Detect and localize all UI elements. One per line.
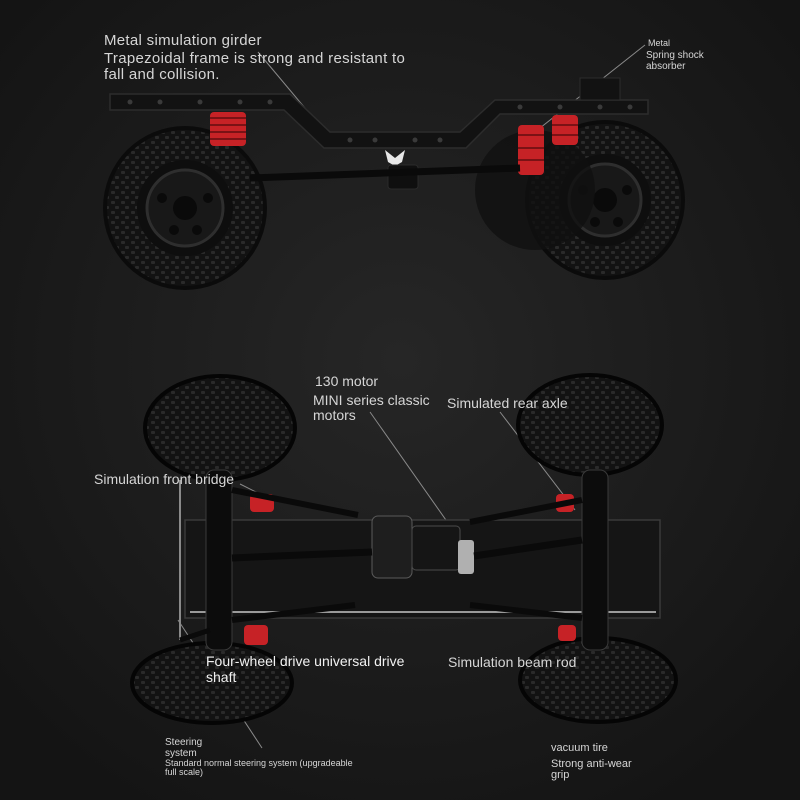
top-shock-front-2	[244, 625, 268, 645]
rear-drive-shaft	[473, 536, 583, 560]
brand-logo	[385, 150, 405, 166]
rear-axle-label: Simulated rear axle	[447, 395, 568, 411]
motor-label-line-3: motors	[313, 407, 356, 423]
steering-link	[179, 627, 211, 643]
side-rear-inner-wheel	[475, 130, 595, 250]
rear-spring-shock	[518, 115, 578, 175]
steering-label-line-1: Steering	[165, 737, 203, 748]
steering-label-line-4: full scale)	[165, 767, 204, 777]
beam-rod-lower-front	[231, 602, 356, 623]
top-front-left-tire	[143, 374, 297, 482]
tire-label-line-2: Strong anti-wear	[551, 758, 632, 770]
beam-rod-label: Simulation beam rod	[448, 654, 577, 670]
steering-label-line-3: Standard normal steering system (upgrade…	[165, 758, 353, 768]
drive-shaft-label-line-2: shaft	[206, 669, 237, 685]
motor-label-line-1: 130 motor	[315, 373, 379, 389]
front-axle	[205, 469, 233, 651]
upper-link-rear	[469, 497, 583, 525]
top-rear-left-tire	[516, 373, 664, 477]
front-bridge-label: Simulation front bridge	[94, 471, 235, 487]
motor-label-line-2: MINI series classic	[313, 392, 430, 408]
side-lower-link	[249, 164, 521, 182]
girder-description-line-2: fall and collision.	[104, 66, 220, 83]
side-front-wheel	[103, 126, 267, 290]
tire-label-line-3: grip	[551, 769, 570, 781]
side-view-chassis	[103, 44, 685, 290]
motor-gearbox	[371, 515, 474, 579]
girder-title: Metal simulation girder	[104, 32, 262, 49]
girder-description-line-1: Trapezoidal frame is strong and resistan…	[104, 50, 406, 67]
steering-label-line-2: system	[165, 748, 197, 759]
top-rear-right-tire	[518, 636, 678, 724]
beam-rod-lower-rear	[469, 602, 583, 621]
front-drive-shaft	[231, 548, 373, 562]
rear-shock-tower	[579, 77, 621, 101]
motor-leader-line	[369, 411, 461, 541]
shock-description-line-2: absorber	[646, 61, 686, 72]
top-shock-rear-2	[558, 625, 576, 641]
drive-shaft-label-line-1: Four-wheel drive universal drive	[206, 653, 405, 669]
shock-title: Metal	[648, 38, 671, 48]
rear-axle	[581, 469, 609, 651]
girder-rivets	[127, 99, 633, 143]
upper-link-front	[231, 487, 359, 518]
top-view-chassis	[130, 373, 678, 749]
girder-frame	[109, 93, 649, 149]
shock-description-line-1: Spring shock	[646, 50, 704, 61]
front-spring-shock	[210, 112, 246, 146]
tire-label-line-1: vacuum tire	[551, 742, 608, 754]
